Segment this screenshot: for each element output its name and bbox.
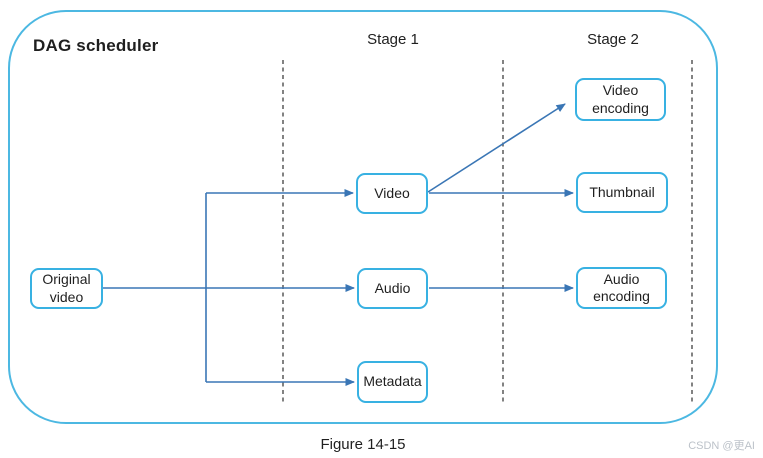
node-thumbnail: Thumbnail [576, 172, 668, 213]
node-audio: Audio [357, 268, 428, 309]
diagram-title: DAG scheduler [33, 36, 159, 55]
node-metadata: Metadata [357, 361, 428, 403]
figure-caption: Figure 14-15 [320, 436, 406, 453]
node-label: Thumbnail [589, 183, 655, 200]
node-original-video: Original video [30, 268, 103, 309]
node-video-encoding: Video encoding [575, 78, 666, 121]
node-label: Original video [42, 271, 91, 305]
node-video: Video [356, 173, 428, 214]
node-audio-encoding: Audio encoding [576, 267, 667, 309]
node-label: Audio [374, 279, 411, 296]
node-label: Video encoding [592, 82, 649, 116]
watermark: CSDN @更AI [688, 440, 755, 452]
node-label: Audio encoding [593, 270, 650, 305]
stage-2-label: Stage 2 [587, 31, 639, 48]
node-label: Metadata [363, 373, 422, 390]
stage-1-label: Stage 1 [367, 31, 419, 48]
node-label: Video [374, 184, 410, 201]
